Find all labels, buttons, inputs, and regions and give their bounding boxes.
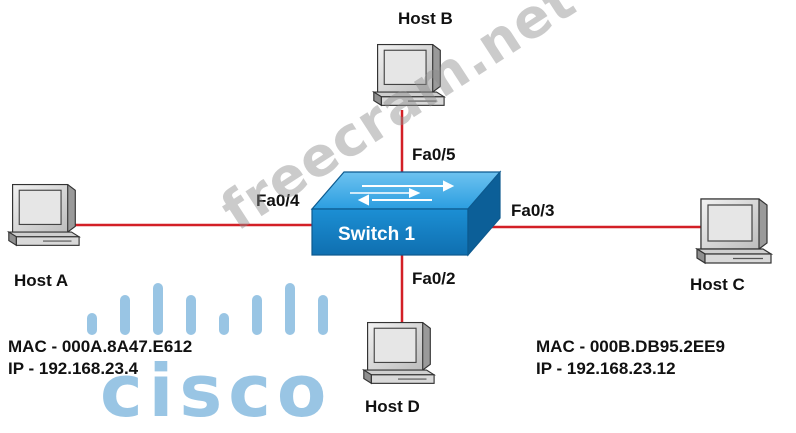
host-c-label: Host C — [690, 275, 745, 294]
port-label-host-d: Fa0/2 — [412, 269, 456, 288]
host-a-address-info: MAC - 000A.8A47.E612 IP - 192.168.23.4 — [8, 336, 192, 380]
host-c-ip: IP - 192.168.23.12 — [536, 359, 676, 378]
host-b-label: Host B — [398, 9, 453, 28]
host-c-mac: MAC - 000B.DB95.2EE9 — [536, 337, 725, 356]
host-d-pc-icon — [363, 321, 435, 384]
port-label-host-b: Fa0/5 — [412, 145, 456, 164]
host-a-pc-icon — [8, 183, 80, 246]
host-c-address-info: MAC - 000B.DB95.2EE9 IP - 192.168.23.12 — [536, 336, 725, 380]
host-b-pc-icon — [373, 43, 445, 106]
switch-label: Switch 1 — [338, 224, 416, 245]
port-label-host-c: Fa0/3 — [511, 201, 555, 220]
host-c-pc-icon — [696, 198, 772, 264]
host-a-mac: MAC - 000A.8A47.E612 — [8, 337, 193, 356]
cisco-logo-bars — [87, 283, 328, 335]
host-a-ip: IP - 192.168.23.4 — [8, 359, 139, 378]
host-a-label: Host A — [14, 271, 69, 290]
host-d-label: Host D — [365, 397, 420, 416]
port-label-host-a: Fa0/4 — [256, 191, 300, 210]
switch-1-icon — [310, 170, 502, 257]
